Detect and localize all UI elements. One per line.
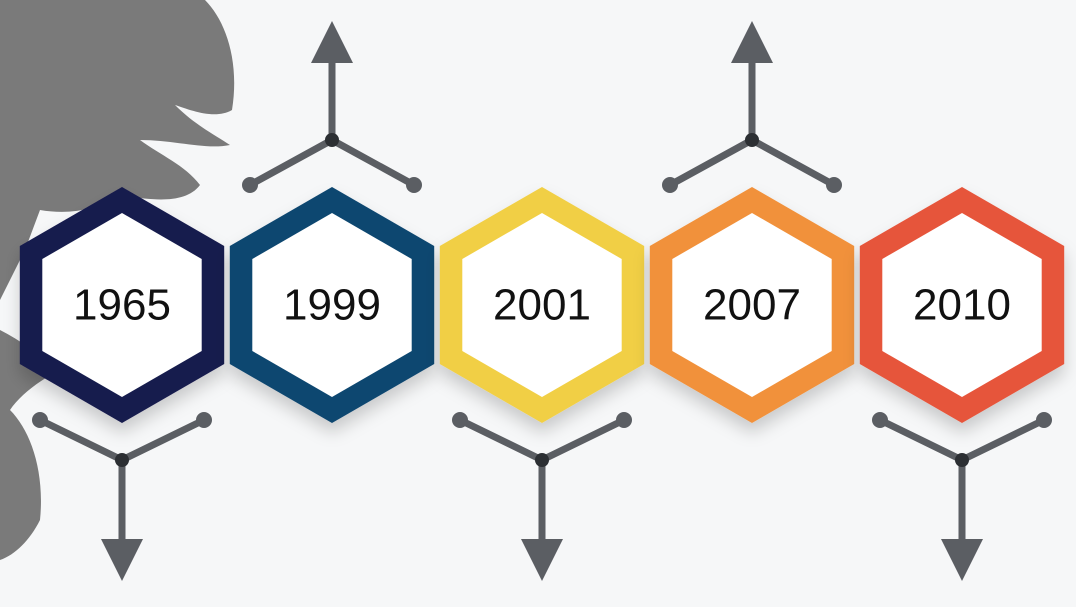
connector-branch-left	[876, 416, 966, 464]
year-label: 2007	[703, 281, 801, 330]
connector-branch-right	[958, 416, 1048, 464]
connector-node	[32, 412, 48, 428]
connector-junction	[955, 453, 969, 467]
connector-node	[1036, 412, 1052, 428]
connector-branch-left	[246, 136, 336, 189]
hexagon-inner	[42, 213, 202, 397]
connector-branch-right	[328, 136, 418, 189]
year-label: 2001	[493, 281, 591, 330]
connector-2001	[452, 412, 632, 581]
connector-junction	[745, 133, 759, 147]
connector-1999	[242, 21, 422, 193]
year-label: 1965	[73, 281, 171, 330]
timeline-hexagon-2001: 2001	[439, 187, 645, 423]
connector-node	[452, 412, 468, 428]
hexagon-inner	[882, 213, 1042, 397]
connector-branch-right	[748, 136, 838, 189]
connector-layer	[32, 21, 1052, 581]
connector-node	[662, 177, 678, 193]
year-label: 2010	[913, 281, 1011, 330]
connector-junction	[535, 453, 549, 467]
connector-node	[242, 177, 258, 193]
timeline-hexagon-1999: 1999	[229, 187, 435, 423]
decorative-silhouette	[0, 0, 235, 560]
connector-node	[872, 412, 888, 428]
connector-2007	[662, 21, 842, 193]
timeline-hexagon-2010: 2010	[859, 187, 1065, 423]
hexagon-layer: 1965 1999 2001 2007 2010	[19, 187, 1065, 423]
connector-branch-left	[666, 136, 756, 189]
year-label: 1999	[283, 281, 381, 330]
connector-branch-left	[456, 416, 546, 464]
connector-2010	[872, 412, 1052, 581]
connector-branch-right	[118, 416, 208, 464]
hexagon-inner	[672, 213, 832, 397]
timeline-hexagon-2007: 2007	[649, 187, 855, 423]
connector-node	[826, 177, 842, 193]
connector-node	[196, 412, 212, 428]
hexagon-inner	[252, 213, 412, 397]
connector-node	[616, 412, 632, 428]
connector-branch-left	[36, 416, 126, 464]
connector-1965	[32, 412, 212, 581]
timeline-hexagon-1965: 1965	[19, 187, 225, 423]
connector-node	[406, 177, 422, 193]
connector-branch-right	[538, 416, 628, 464]
connector-junction	[325, 133, 339, 147]
hexagon-inner	[462, 213, 622, 397]
connector-junction	[115, 453, 129, 467]
